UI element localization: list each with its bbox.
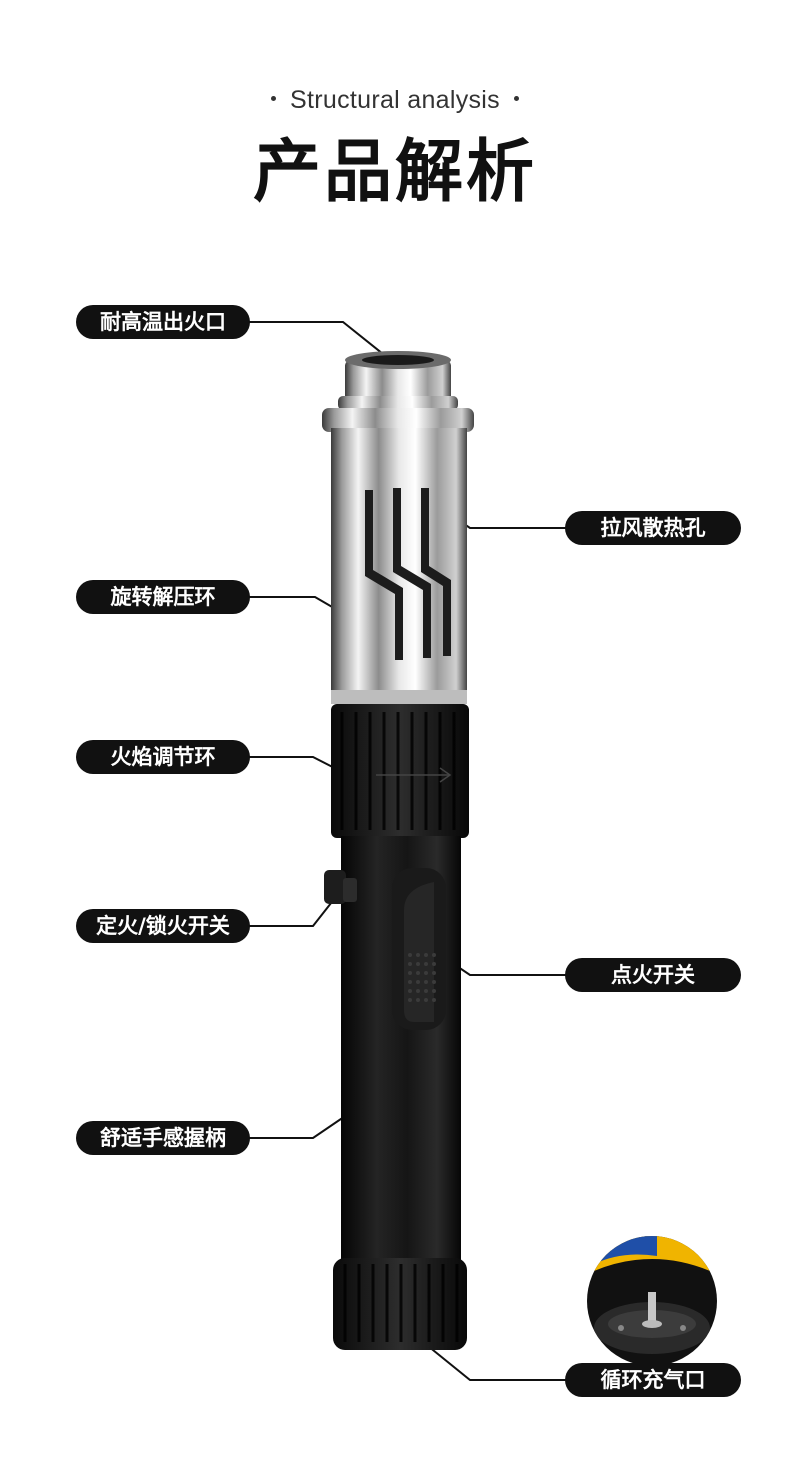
subtitle-text: Structural analysis: [290, 86, 500, 114]
callout-lock-switch: 定火/锁火开关: [76, 909, 250, 943]
callout-nozzle: 耐高温出火口: [76, 305, 250, 339]
flame-adjustment-ring: [331, 704, 469, 838]
bullet-dot-right: [513, 95, 519, 101]
chrome-sleeve: [331, 428, 467, 704]
page-title: 产品解析: [252, 133, 537, 212]
nozzle: [322, 351, 474, 432]
refill-valve-closeup-icon: [587, 1236, 717, 1366]
handle-body: [324, 836, 461, 1266]
bottom-cap: [333, 1258, 467, 1350]
callout-vent-holes: 拉风散热孔: [565, 511, 741, 545]
callout-flame-ring: 火焰调节环: [76, 740, 250, 774]
bullet-dot-left: [271, 95, 277, 101]
section-subtitle: Structural analysis: [0, 80, 790, 120]
callout-grip: 舒适手感握柄: [76, 1121, 250, 1155]
callout-ignition-switch: 点火开关: [565, 958, 741, 992]
callout-refill-port: 循环充气口: [565, 1363, 741, 1397]
callout-release-ring: 旋转解压环: [76, 580, 250, 614]
